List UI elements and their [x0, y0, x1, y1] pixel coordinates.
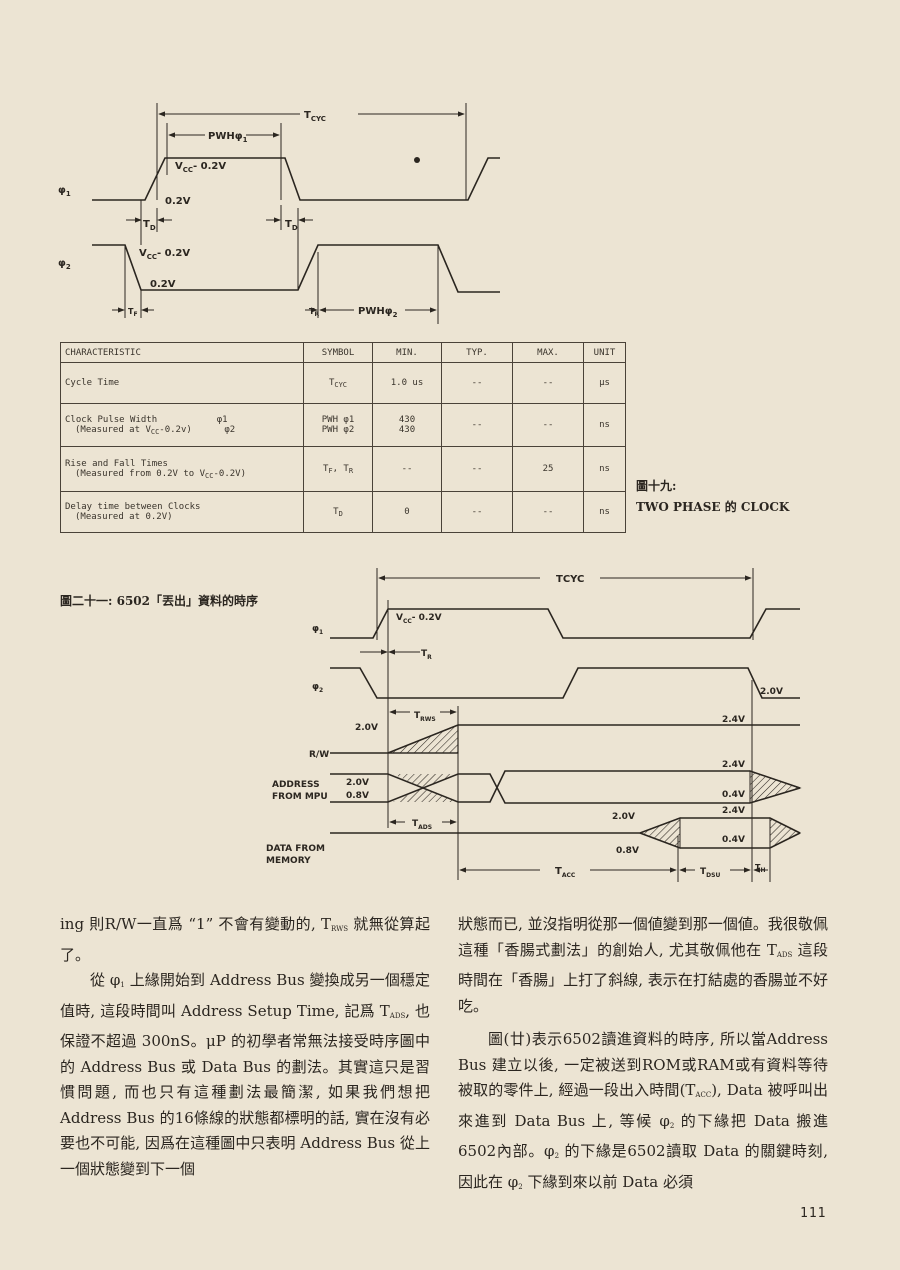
table-row: Rise and Fall Times (Measured from 0.2V …: [60, 446, 626, 492]
fig21-vcc-label: VCC- 0.2V: [396, 613, 442, 625]
table-header: CHARACTERISTIC: [60, 342, 304, 363]
table-cell: ns: [583, 446, 626, 492]
table-cell: --: [512, 491, 584, 533]
table-cell: ns: [583, 403, 626, 447]
table-cell: ns: [583, 491, 626, 533]
table-cell: --: [512, 362, 584, 404]
page-number: 111: [800, 1206, 827, 1221]
fig21-tdsu-label: TDSU: [700, 867, 720, 879]
fig21-04v-addr-label: 0.4V: [722, 790, 745, 800]
fig21-phi2-waveform: [330, 667, 800, 699]
fig21-th-label: TH: [755, 863, 766, 874]
fig21-04v-data-label: 0.4V: [722, 835, 745, 845]
fig19-vcc-a-label: VCC- 0.2V: [175, 161, 226, 174]
fig21-data-label-2: MEMORY: [266, 856, 311, 866]
fig21-08v-data-label: 0.8V: [616, 846, 639, 856]
table-cell: Cycle Time: [60, 362, 304, 404]
fig19-tcyc-label: TCYC: [304, 110, 326, 123]
fig19-phi1-label: φ1: [58, 185, 71, 198]
figure-19-caption-number: 圖十九:: [636, 479, 677, 493]
fig21-20v-addr-label: 2.0V: [346, 778, 369, 788]
fig21-tcyc-label: TCYC: [556, 574, 584, 585]
figure-19-caption-title: TWO PHASE 的 CLOCK: [636, 500, 790, 514]
fig21-trws-label: TRWS: [414, 711, 436, 723]
table-cell: --: [441, 446, 513, 492]
fig21-address-label-2: FROM MPU: [272, 792, 328, 802]
fig19-phi2-label: φ2: [58, 258, 71, 271]
fig21-data-label-1: DATA FROM: [266, 844, 325, 854]
fig21-24v-addr-label: 2.4V: [722, 760, 745, 770]
body-text-right-column: 狀態而已, 並沒指明從那一個値變到那一個値。我很敬佩這種「香腸式劃法」的創始人,…: [458, 912, 828, 1200]
table-header-row: CHARACTERISTIC SYMBOL MIN. TYP. MAX. UNI…: [60, 342, 626, 363]
fig19-02v-b-label: 0.2V: [150, 279, 176, 290]
table-cell: --: [441, 491, 513, 533]
paragraph: 從 φ1 上緣開始到 Address Bus 變換成另一個穩定值時, 這段時間叫…: [60, 971, 430, 1178]
table-cell: --: [441, 362, 513, 404]
paragraph: 圖(廿)表示6502讀進資料的時序, 所以當Address Bus 建立以後, …: [458, 1030, 828, 1191]
fig21-20v-data-label: 2.0V: [612, 812, 635, 822]
fig19-tf-label: TF: [128, 307, 138, 318]
fig21-08v-addr-label: 0.8V: [346, 791, 369, 801]
fig21-phi2-label: φ2: [312, 682, 323, 694]
table-header: SYMBOL: [303, 342, 373, 363]
table-row: Delay time between Clocks (Measured at 0…: [60, 491, 626, 533]
fig21-tacc-label: TACC: [555, 866, 576, 879]
paragraph: ing 則R/W一直爲 “1” 不會有變動的, TRWS 就無從算起了。: [60, 915, 430, 964]
fig19-td-b-label: TD: [285, 219, 298, 232]
figure-21-waveforms: [330, 568, 802, 882]
fig21-tr-label: TR: [421, 649, 432, 661]
table-cell: TD: [303, 491, 373, 533]
fig19-pwh2-label: PWHφ2: [358, 306, 398, 319]
fig19-tr-label: TR: [309, 307, 319, 318]
table-cell: --: [372, 446, 442, 492]
table-cell: 25: [512, 446, 584, 492]
data-waveform: [330, 817, 801, 834]
table-cell: TCYC: [303, 362, 373, 404]
table-cell: TF, TR: [303, 446, 373, 492]
fig21-24v-rw-label: 2.4V: [722, 715, 745, 725]
figure-21-caption: 圖二十一: 6502「丟出」資料的時序: [60, 594, 259, 608]
table-cell: Rise and Fall Times (Measured from 0.2V …: [60, 446, 304, 492]
table-row: Cycle Time TCYC 1.0 us -- -- μs: [60, 362, 626, 404]
table-cell: Delay time between Clocks (Measured at 0…: [60, 491, 304, 533]
paragraph: 狀態而已, 並沒指明從那一個値變到那一個値。我很敬佩這種「香腸式劃法」的創始人,…: [458, 915, 828, 1015]
fig21-rw-label: R/W: [309, 750, 329, 760]
table-header: TYP.: [441, 342, 513, 363]
fig19-td-a-label: TD: [143, 219, 156, 232]
fig21-24v-data-label: 2.4V: [722, 806, 745, 816]
table-header: MAX.: [512, 342, 584, 363]
fig21-address-label-1: ADDRESS: [272, 780, 320, 790]
table-cell: μs: [583, 362, 626, 404]
fig21-20v-right-label: 2.0V: [760, 687, 783, 697]
table-cell: 0: [372, 491, 442, 533]
table-cell: --: [441, 403, 513, 447]
fig21-phi1-label: φ1: [312, 624, 323, 636]
figure-19-waveforms: [92, 103, 500, 324]
fig21-phi1-waveform: [330, 608, 800, 639]
phi1-waveform: [92, 157, 500, 201]
clock-spec-table: CHARACTERISTIC SYMBOL MIN. TYP. MAX. UNI…: [60, 342, 626, 533]
ink-dot: [414, 157, 420, 163]
body-text-left-column: ing 則R/W一直爲 “1” 不會有變動的, TRWS 就無從算起了。 從 φ…: [60, 912, 430, 1182]
fig19-pwh1-label: PWHφ1: [208, 131, 248, 144]
fig21-20v-rw-label: 2.0V: [355, 723, 378, 733]
fig19-vcc-b-label: VCC- 0.2V: [139, 248, 190, 261]
table-cell: --: [512, 403, 584, 447]
table-cell: 1.0 us: [372, 362, 442, 404]
table-header: UNIT: [583, 342, 626, 363]
phi2-waveform: [92, 244, 500, 293]
table-cell: Clock Pulse Width φ1 (Measured at VCC-0.…: [60, 403, 304, 447]
figure-19-caption: 圖十九: TWO PHASE 的 CLOCK: [636, 476, 789, 518]
fig19-02v-a-label: 0.2V: [165, 196, 191, 207]
table-header: MIN.: [372, 342, 442, 363]
fig21-tads-label: TADS: [412, 819, 432, 831]
table-row: Clock Pulse Width φ1 (Measured at VCC-0.…: [60, 403, 626, 447]
